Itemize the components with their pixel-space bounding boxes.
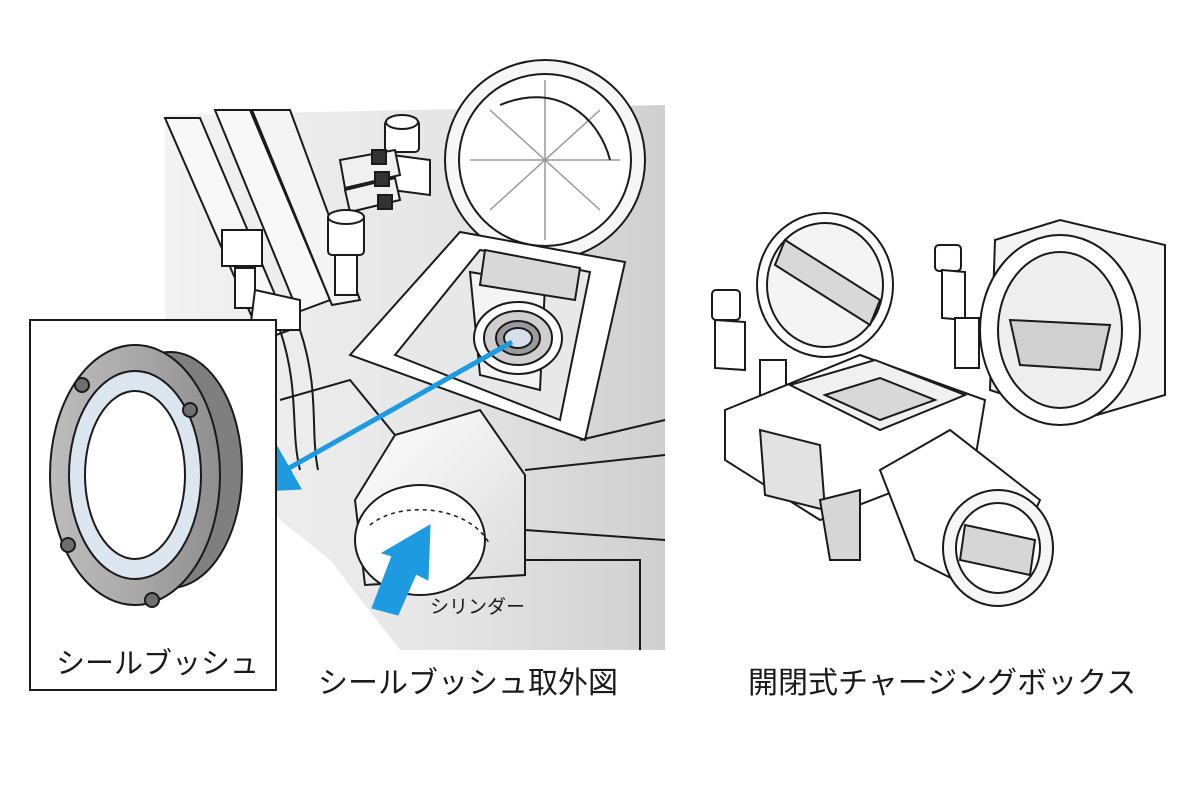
hinged-hatch [979, 218, 1166, 426]
outlet-pipe [878, 428, 1054, 607]
caption-left: シールブッシュ取外図 [318, 666, 618, 701]
caption-right: 開閉式チャージングボックス [748, 666, 1137, 701]
bushing-in-hopper [473, 301, 563, 375]
inset-label: シールブッシュ [56, 646, 260, 680]
arrow-to-inset [246, 339, 514, 493]
round-lid [756, 212, 894, 358]
small-bolts [711, 244, 980, 399]
arrow-up-right [371, 524, 431, 616]
cylinder-label: シリンダー [430, 596, 526, 618]
seal-bush-part [49, 344, 243, 608]
seal-bush-removal-illustration [163, 59, 666, 650]
rods-and-pipes [163, 109, 362, 471]
charging-box-illustration [711, 212, 1166, 607]
bolts-cluster [327, 114, 431, 296]
round-port [444, 59, 646, 261]
seal-bush-inset [29, 319, 277, 691]
